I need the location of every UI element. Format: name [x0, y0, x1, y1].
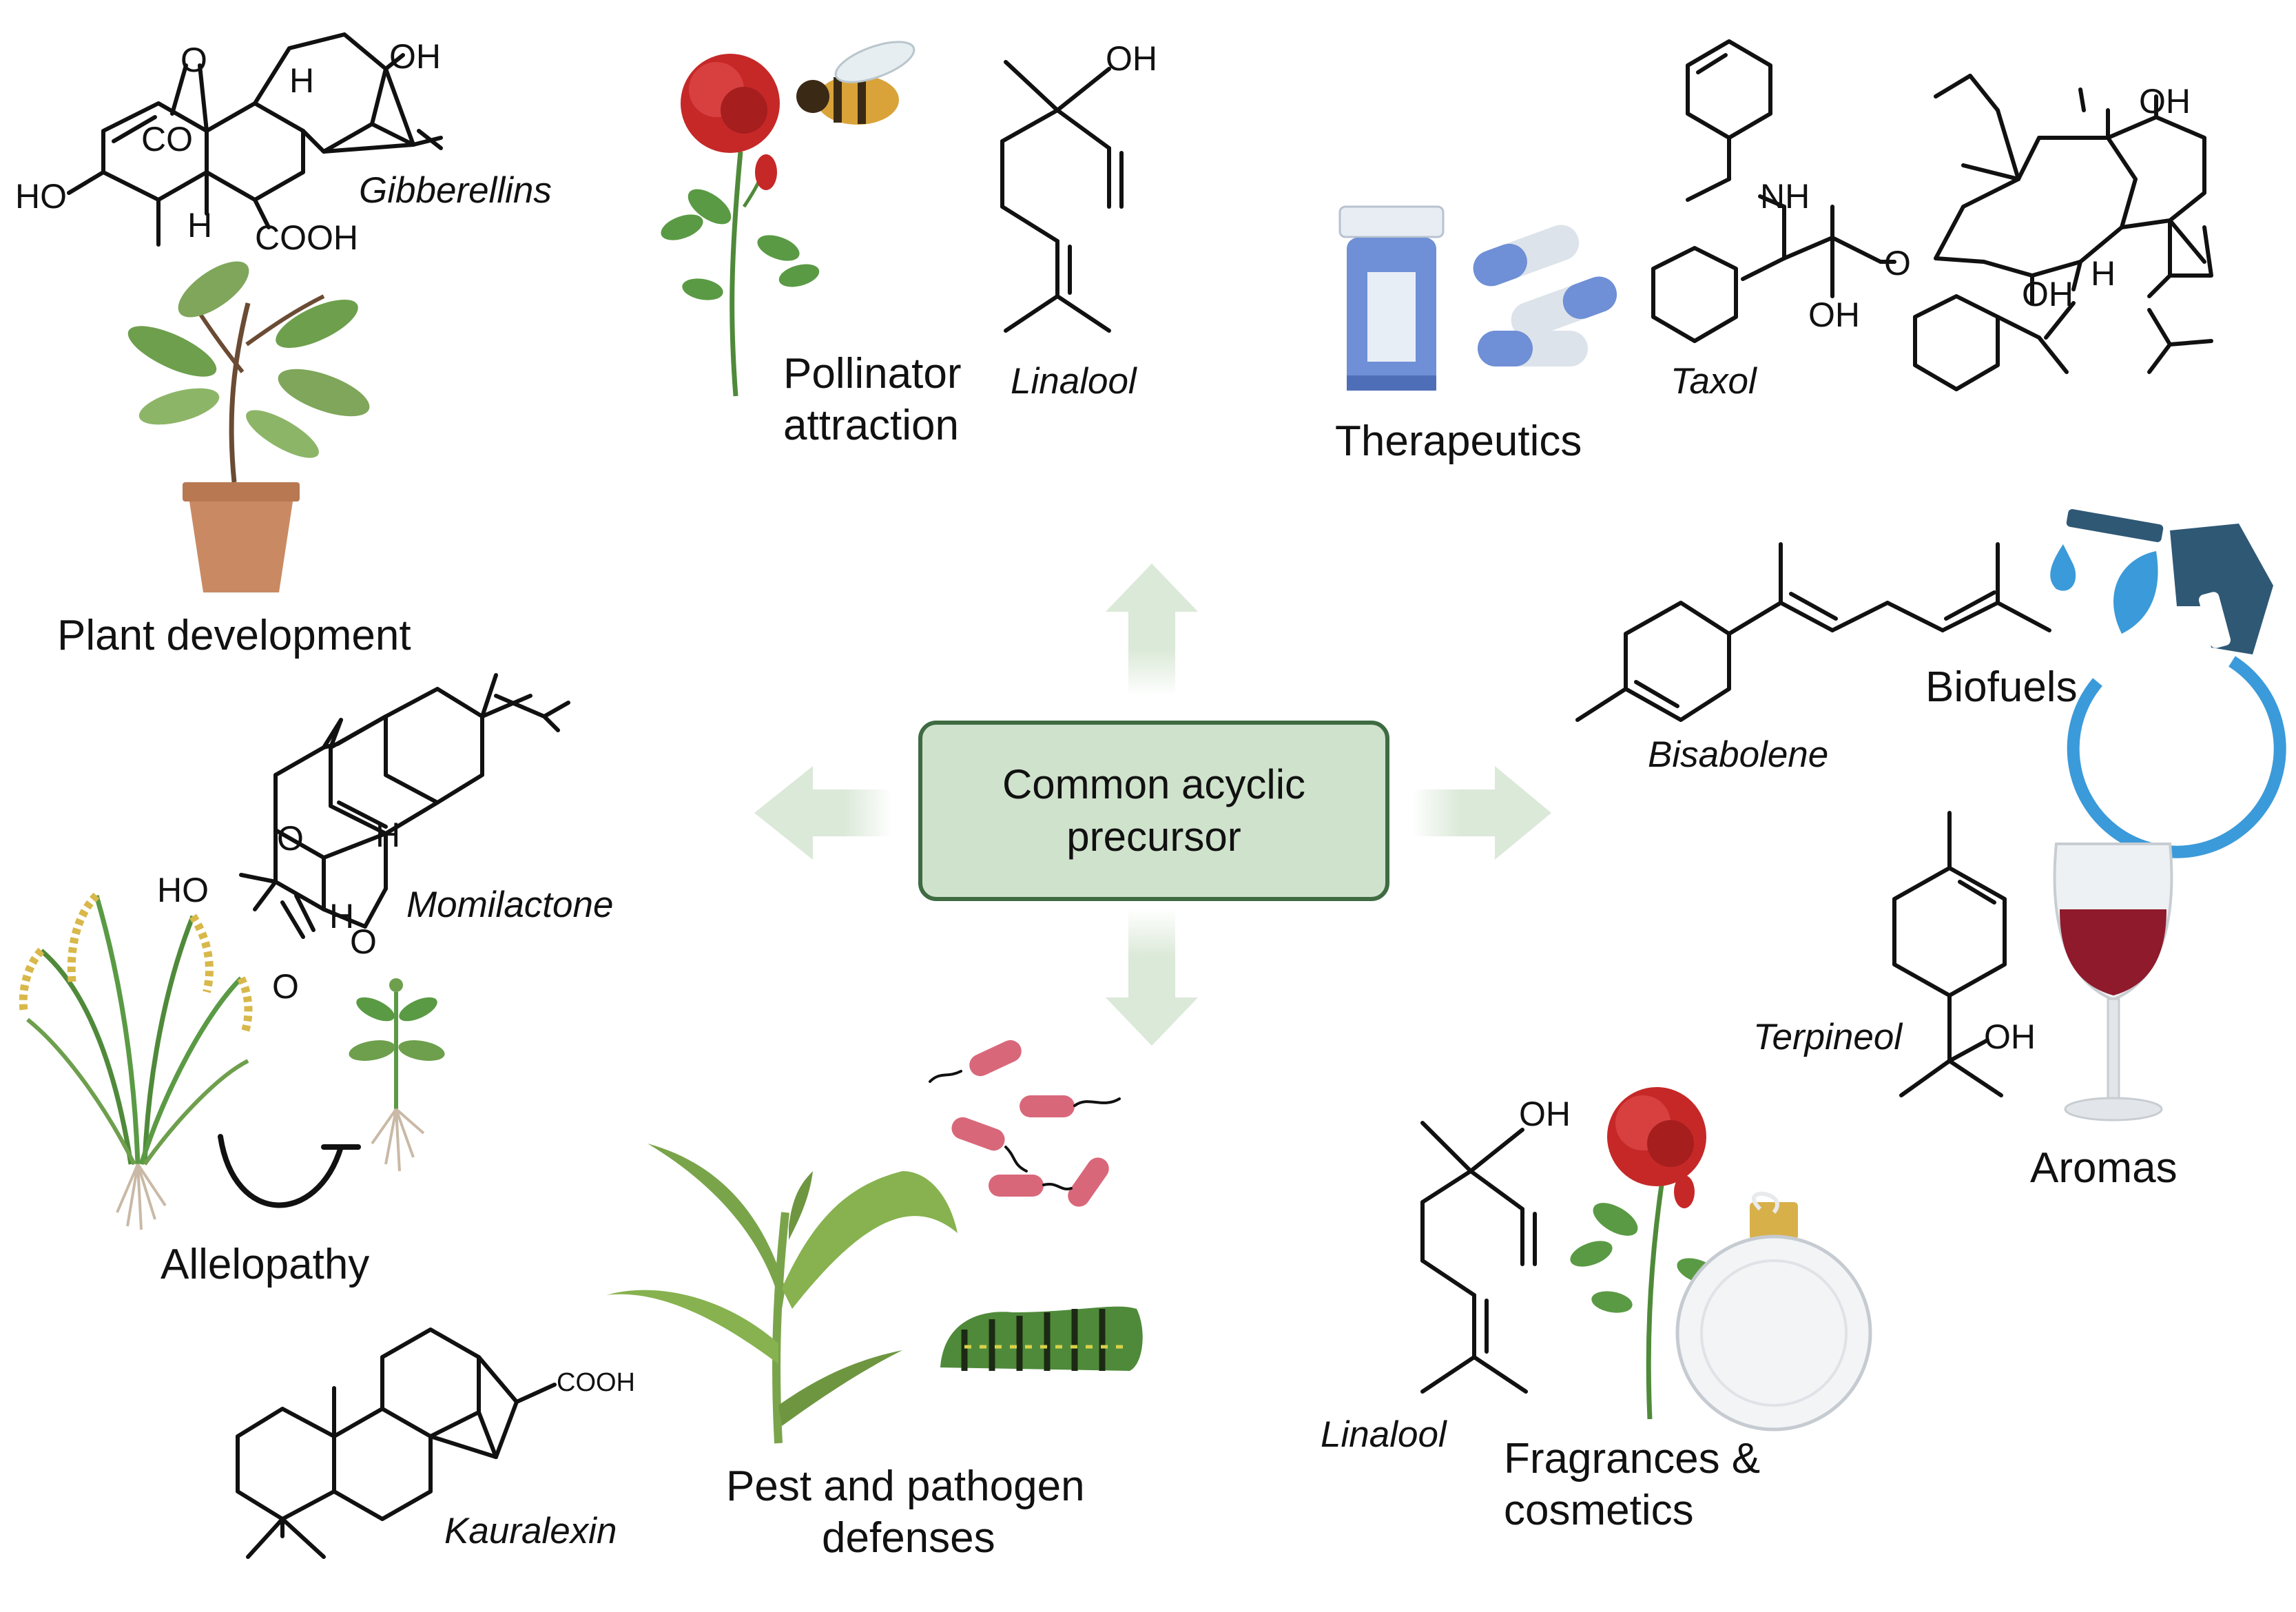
atom-label-o: O [1884, 244, 1911, 282]
bisabolene-structure [1575, 542, 2051, 722]
therapeutics-label: Therapeutics [1335, 417, 1582, 465]
maize-plant-illustration [606, 1144, 958, 1444]
kauralexin-compound-label: Kauralexin [444, 1511, 617, 1551]
taxol-structure [1651, 39, 2213, 391]
atom-label-oh: OH [2022, 275, 2073, 313]
atom-label-oh: OH [1519, 1095, 1571, 1133]
rice-plant-illustration [19, 892, 253, 1230]
atom-label-h: H [375, 816, 401, 854]
pollinator-attraction-label-line1: Pollinator [783, 350, 962, 397]
seedling-illustration [349, 978, 445, 1172]
arrow-left [754, 766, 892, 860]
arrow-down [1106, 909, 1198, 1046]
momilactone-structure [239, 673, 570, 939]
terpineol-compound-label: Terpineol [1753, 1017, 1903, 1057]
biofuels-label: Biofuels [1925, 663, 2078, 711]
allelopathy-label: Allelopathy [161, 1241, 370, 1288]
kauralexin-structure [236, 1327, 557, 1559]
pest-pathogen-defenses-label-line1: Pest and pathogen [726, 1463, 1085, 1510]
linalool-top-structure [1000, 60, 1124, 333]
fragrances-cosmetics-label-line1: Fragrances & [1504, 1435, 1761, 1482]
atom-label-oh: OH [389, 37, 441, 76]
atom-label-o: O [180, 41, 207, 79]
atom-label-co: CO [141, 120, 193, 158]
pest-pathogen-defenses-label-line2: defenses [822, 1514, 995, 1562]
atom-label-ho: HO [157, 871, 209, 909]
atom-label-cooh: COOH [255, 218, 358, 257]
biofuel-icon [2050, 508, 2286, 858]
wine-glass-illustration [2053, 843, 2173, 1122]
atom-label-oh: OH [1808, 296, 1860, 334]
capsules-illustration [1473, 225, 1617, 366]
potted-plant-illustration [127, 261, 370, 592]
inhibition-arc [218, 1134, 361, 1208]
atom-label-h: H [289, 61, 315, 100]
common-acyclic-precursor-box: Common acyclic precursor [918, 721, 1389, 901]
pill-bottle-illustration [1338, 205, 1445, 391]
linalool-bottom-structure [1420, 1121, 1537, 1394]
rose-perfume-illustration [1570, 1087, 1872, 1432]
atom-label-h: H [187, 206, 213, 245]
gibberellins-compound-label: Gibberellins [359, 170, 552, 211]
bisabolene-compound-label: Bisabolene [1648, 734, 1829, 775]
aromas-label: Aromas [2030, 1144, 2178, 1192]
atom-label-oh: OH [1106, 39, 1157, 78]
atom-label-o: O [272, 967, 299, 1006]
taxol-compound-label: Taxol [1671, 361, 1757, 402]
atom-label-oh: OH [1984, 1017, 2036, 1056]
plant-development-label: Plant development [57, 612, 411, 659]
atom-label-ho: HO [15, 177, 67, 216]
atom-label-cooh: COOH [557, 1368, 635, 1397]
gibberellin-structure [67, 32, 443, 247]
linalool-top-compound-label: Linalool [1011, 361, 1137, 402]
arrow-up [1106, 564, 1198, 696]
atom-label-o: O [277, 819, 304, 858]
atom-label-h: H [2091, 254, 2116, 293]
momilactone-compound-label: Momilactone [406, 885, 614, 925]
fragrances-cosmetics-label-line2: cosmetics [1504, 1487, 1694, 1534]
atom-label-nh: NH [1760, 177, 1810, 216]
arrow-right [1412, 766, 1551, 860]
center-line-2: precursor [1066, 814, 1241, 860]
caterpillar-illustration [940, 1306, 1143, 1371]
bacteria-illustration [929, 1040, 1121, 1207]
atom-label-o: O [350, 922, 377, 961]
atom-label-oh: OH [2139, 82, 2191, 121]
pollinator-attraction-label-line2: attraction [783, 402, 960, 449]
terpineol-structure [1892, 811, 2007, 1097]
center-line-1: Common acyclic [1002, 761, 1306, 807]
rose-and-bee-illustration [661, 41, 916, 397]
atom-label-h: H [329, 897, 355, 936]
linalool-bottom-compound-label: Linalool [1321, 1414, 1447, 1455]
